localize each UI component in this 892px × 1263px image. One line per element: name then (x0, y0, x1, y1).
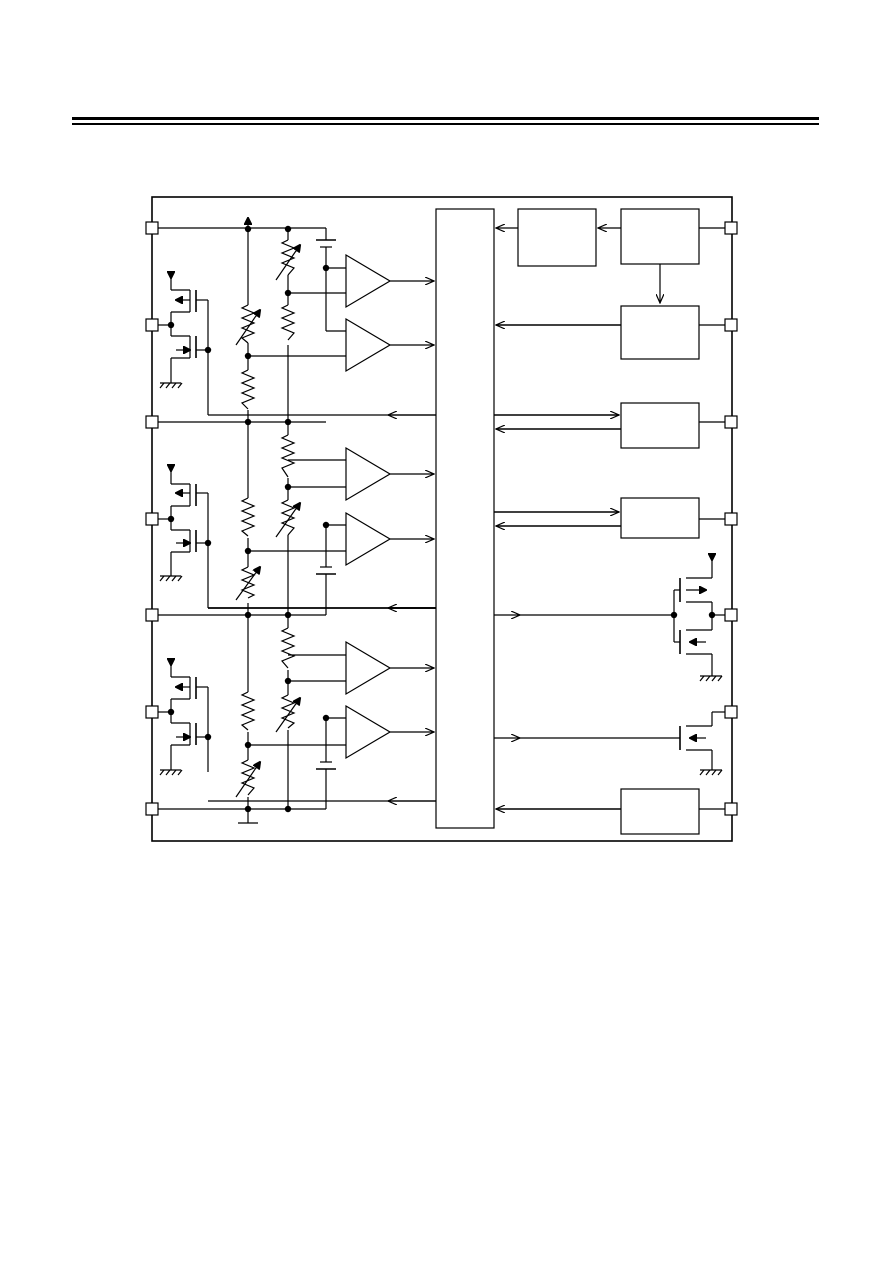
pin-left-2 (145, 318, 159, 332)
block-c (620, 305, 700, 360)
pin-left-5 (145, 608, 159, 622)
comparator-3 (345, 446, 392, 502)
pin-left-1 (145, 221, 159, 235)
pin-left-3 (145, 415, 159, 429)
right-wiring (494, 228, 725, 809)
resistors (235, 239, 300, 798)
comparator-2 (345, 317, 392, 373)
pin-left-7 (145, 802, 159, 816)
pin-right-6 (724, 705, 738, 719)
pin-left-4 (145, 512, 159, 526)
right-cmos-output (673, 553, 725, 682)
block-f (620, 788, 700, 835)
right-pins (724, 221, 738, 816)
header-rule-thin (72, 123, 819, 125)
pin-right-2 (724, 318, 738, 332)
right-open-drain-output (679, 711, 725, 776)
pin-right-1 (724, 221, 738, 235)
comparator-1 (345, 253, 392, 309)
comparator-5 (345, 640, 392, 696)
logic-block (435, 208, 495, 829)
left-drivers (158, 271, 209, 776)
pin-right-5 (724, 608, 738, 622)
pin-right-3 (724, 415, 738, 429)
block-e (620, 497, 700, 539)
left-bus-arrows (388, 415, 436, 801)
comparator-6 (345, 704, 392, 760)
left-pins (145, 221, 159, 816)
block-a (517, 208, 597, 267)
pin-right-7 (724, 802, 738, 816)
comparator-4 (345, 511, 392, 567)
right-blocks (517, 208, 700, 835)
pin-left-6 (145, 705, 159, 719)
pin-right-4 (724, 512, 738, 526)
header-rule-thick (72, 117, 819, 120)
block-b (620, 208, 700, 265)
comparators (345, 253, 434, 760)
block-d (620, 402, 700, 449)
